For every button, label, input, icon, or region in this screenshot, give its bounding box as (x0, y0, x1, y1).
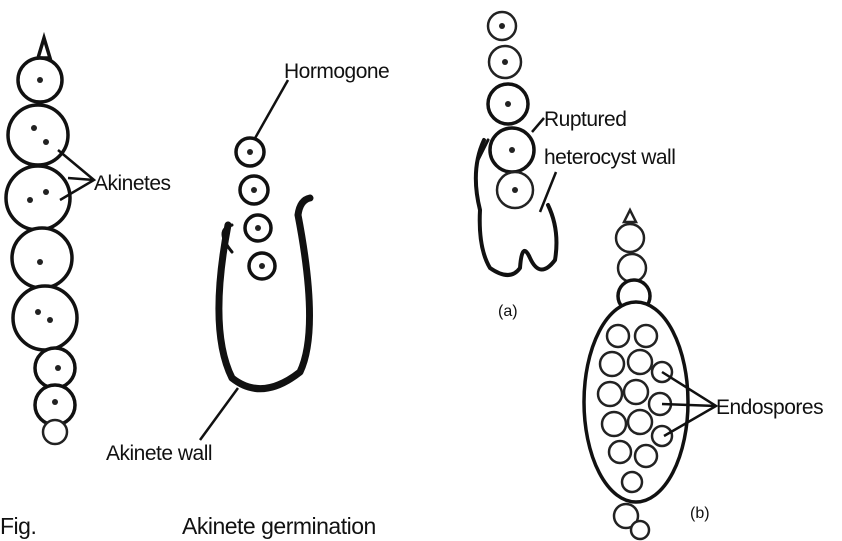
endospores-label: Endospores (716, 396, 823, 419)
ruptured-label-group: Ruptured heterocyst wall (532, 108, 675, 212)
akinete-wall-label: Akinete wall (106, 442, 212, 465)
figure-caption-fig: Fig. (0, 513, 36, 539)
sub-label-b: (b) (690, 505, 710, 522)
akinetes-label: Akinetes (94, 172, 171, 195)
ruptured-label-line2: heterocyst wall (544, 146, 675, 169)
figure-caption-akinete-germination: Akinete germination (182, 513, 376, 539)
akinete-germination (219, 138, 310, 389)
sub-label-a: (a) (498, 303, 518, 320)
hormogone-label: Hormogone (284, 60, 389, 83)
akinete-wall-label-group: Akinete wall (106, 388, 238, 465)
hormogone-label-group: Hormogone (254, 60, 389, 140)
akinetes-label-group: Akinetes (58, 150, 171, 200)
akinete-filament (6, 38, 77, 444)
endospores-b: (b) (584, 210, 710, 539)
ruptured-label-line1: Ruptured (544, 108, 626, 131)
